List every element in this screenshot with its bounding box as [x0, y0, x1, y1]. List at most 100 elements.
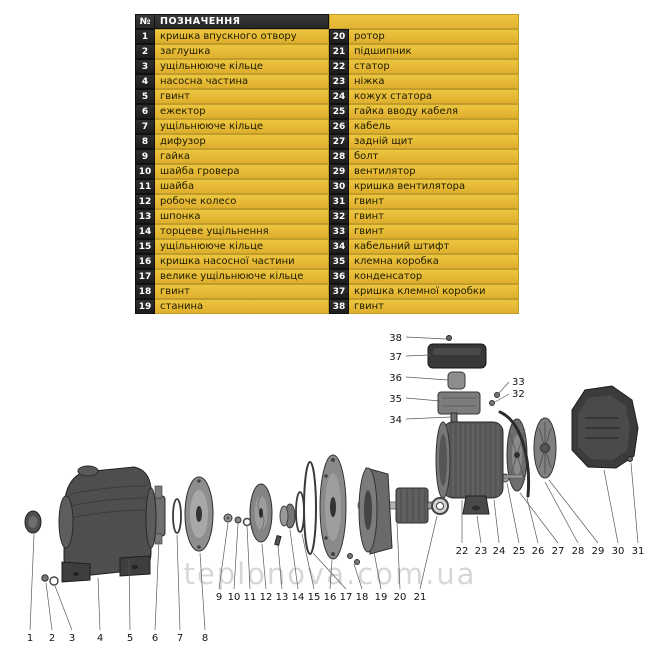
part-number: 28	[329, 149, 349, 164]
table-row: 26 кабель	[329, 119, 519, 134]
part-inlet-cap	[24, 510, 42, 534]
part-lock-washer	[234, 516, 242, 524]
part-number: 14	[135, 224, 155, 239]
callout-19: 19	[375, 592, 388, 603]
part-number: 2	[135, 44, 155, 59]
table-row: 36 конденсатор	[329, 269, 519, 284]
part-number: 24	[329, 89, 349, 104]
part-number: 1	[135, 29, 155, 44]
part-label: станина	[155, 299, 329, 314]
part-pump-cover	[319, 454, 347, 560]
callout-30: 30	[612, 546, 625, 557]
part-terminal-box-cover	[427, 343, 487, 369]
table-row: 23 ніжка	[329, 74, 519, 89]
part-cable-pin	[450, 412, 458, 423]
part-number: 10	[135, 164, 155, 179]
part-number: 12	[135, 194, 155, 209]
part-label: гвинт	[155, 284, 329, 299]
part-label: ежектор	[155, 104, 329, 119]
table-row: 31 гвинт	[329, 194, 519, 209]
part-bearing	[431, 497, 449, 515]
part-number: 25	[329, 104, 349, 119]
part-label: гвинт	[349, 224, 519, 239]
part-number: 22	[329, 59, 349, 74]
part-oring-ejector	[172, 498, 182, 534]
callout-23: 23	[475, 546, 488, 557]
part-label: підшипник	[349, 44, 519, 59]
part-label: гвинт	[349, 194, 519, 209]
table-row: 32 гвинт	[329, 209, 519, 224]
table-row: 22 статор	[329, 59, 519, 74]
parts-table: № ПОЗНАЧЕННЯ 1 кришка впускного отвору 2…	[135, 14, 519, 314]
part-label: ротор	[349, 29, 519, 44]
part-label: гвинт	[349, 209, 519, 224]
callout-33: 33	[512, 377, 525, 388]
part-label: велике ущільнююче кільце	[155, 269, 329, 284]
callout-12: 12	[260, 592, 273, 603]
part-number: 37	[329, 284, 349, 299]
part-label: насосна частина	[155, 74, 329, 89]
callout-10: 10	[228, 592, 241, 603]
part-label: торцеве ущільнення	[155, 224, 329, 239]
part-number: 4	[135, 74, 155, 89]
header-title-cell: ПОЗНАЧЕННЯ	[155, 14, 329, 29]
part-capacitor	[447, 371, 466, 390]
part-number: 8	[135, 134, 155, 149]
part-label: статор	[349, 59, 519, 74]
table-row: 19 станина	[135, 299, 329, 314]
callout-5: 5	[127, 633, 133, 644]
callout-29: 29	[592, 546, 605, 557]
part-number: 11	[135, 179, 155, 194]
part-number: 19	[135, 299, 155, 314]
table-row: 5 гвинт	[135, 89, 329, 104]
part-number: 23	[329, 74, 349, 89]
part-impeller	[249, 483, 273, 543]
part-number: 15	[135, 239, 155, 254]
part-fan-cover	[571, 385, 639, 469]
table-header-row: № ПОЗНАЧЕННЯ	[135, 14, 329, 29]
part-number: 31	[329, 194, 349, 209]
table-spacer-cell	[329, 14, 519, 29]
table-row: 6 ежектор	[135, 104, 329, 119]
part-number: 3	[135, 59, 155, 74]
part-number: 7	[135, 119, 155, 134]
callout-21: 21	[414, 592, 427, 603]
part-number: 29	[329, 164, 349, 179]
part-number: 32	[329, 209, 349, 224]
table-row: 2 заглушка	[135, 44, 329, 59]
part-label: задній щит	[349, 134, 519, 149]
table-row: 16 кришка насосної частини	[135, 254, 329, 269]
callout-26: 26	[532, 546, 545, 557]
table-row: 27 задній щит	[329, 134, 519, 149]
part-stator	[435, 421, 451, 499]
part-cable	[498, 410, 531, 498]
callout-11: 11	[244, 592, 257, 603]
table-row: 11 шайба	[135, 179, 329, 194]
part-number: 27	[329, 134, 349, 149]
table-row: 8 дифузор	[135, 134, 329, 149]
part-box-screw-32	[489, 400, 495, 406]
part-large-oring	[303, 461, 317, 555]
part-label: гайка	[155, 149, 329, 164]
table-row: 14 торцеве ущільнення	[135, 224, 329, 239]
callout-8: 8	[202, 633, 208, 644]
table-row: 7 ущільнююче кільце	[135, 119, 329, 134]
part-label: гвинт	[349, 299, 519, 314]
part-number: 38	[329, 299, 349, 314]
table-row: 24 кожух статора	[329, 89, 519, 104]
table-row: 13 шпонка	[135, 209, 329, 224]
callout-13: 13	[276, 592, 289, 603]
part-oring-small	[295, 491, 305, 533]
part-number: 33	[329, 224, 349, 239]
part-diffuser	[184, 476, 214, 552]
callout-32: 32	[512, 389, 525, 400]
part-number: 13	[135, 209, 155, 224]
part-screws-cover	[347, 553, 360, 565]
part-label: кабель	[349, 119, 519, 134]
table-row: 4 насосна частина	[135, 74, 329, 89]
callout-28: 28	[572, 546, 585, 557]
callout-17: 17	[340, 592, 353, 603]
parts-table-left-column: № ПОЗНАЧЕННЯ 1 кришка впускного отвору 2…	[135, 14, 329, 314]
part-pump-body	[58, 465, 157, 583]
